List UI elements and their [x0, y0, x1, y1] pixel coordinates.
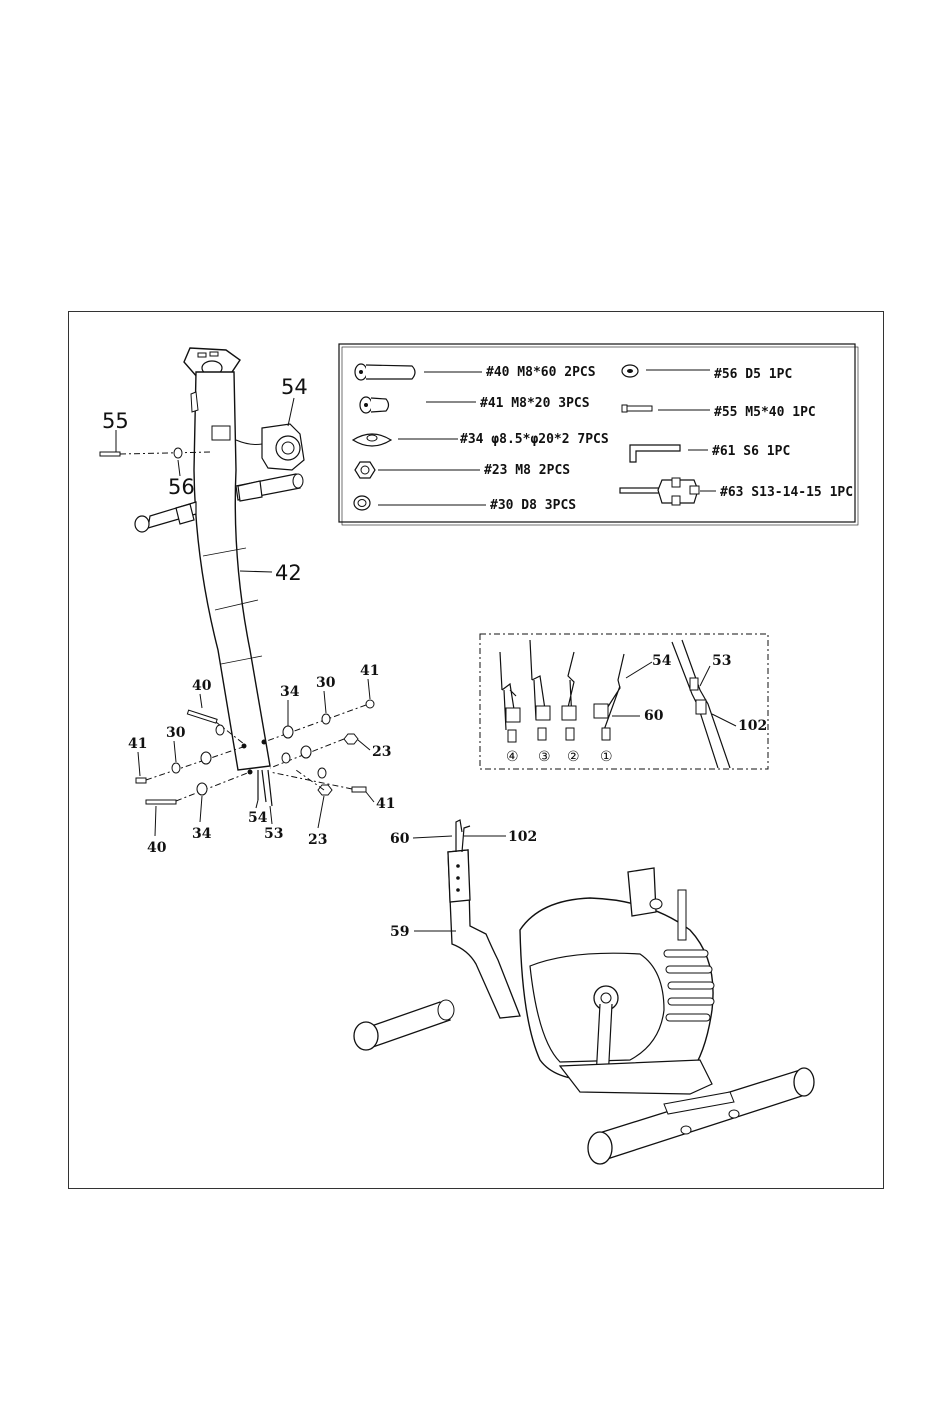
hw-label-34: #34 φ8.5*φ20*2 7PCS: [460, 432, 609, 447]
callout-23-lower: 23: [308, 832, 327, 848]
callout-55: 55: [102, 409, 129, 433]
hw-label-56: #56 D5 1PC: [714, 367, 792, 382]
callout-34-lower: 34: [192, 826, 212, 842]
hardware-box: #40 M8*60 2PCS #41 M8*20 3PCS #34 φ8.5*φ…: [339, 344, 858, 525]
washer-icon: [354, 496, 370, 510]
callout-30-upper: 30: [316, 675, 336, 691]
callout-59: 59: [390, 924, 409, 940]
callout-60-base: 60: [390, 831, 410, 847]
hw-label-63: #63 S13-14-15 1PC: [720, 485, 853, 500]
callout-41-lower: 41: [376, 796, 395, 812]
detail-callout-102: 102: [738, 718, 767, 734]
callout-23-right: 23: [372, 744, 391, 760]
callout-53-wire: 53: [264, 826, 283, 842]
hw-label-30: #30 D8 3PCS: [490, 498, 576, 513]
long-bolt-icon: [355, 364, 415, 380]
short-bolt-icon: [360, 397, 389, 413]
pulse-sensor: [236, 424, 304, 470]
callout-41-upper: 41: [360, 663, 379, 679]
hw-label-41: #41 M8*20 3PCS: [480, 396, 590, 411]
hw-label-61: #61 S6 1PC: [712, 444, 790, 459]
detail-callout-60: 60: [644, 708, 664, 724]
screw-icon: [622, 405, 652, 412]
callout-56: 56: [168, 475, 195, 499]
callout-54-sensor: 54: [281, 375, 308, 399]
callout-102-base: 102: [508, 829, 537, 845]
callout-30-left: 30: [166, 725, 186, 741]
bike-frame: [354, 820, 814, 1164]
hw-label-23: #23 M8 2PCS: [484, 463, 570, 478]
callout-54-wire: 54: [248, 810, 268, 826]
callout-40-upper: 40: [192, 678, 212, 694]
hw-label-55: #55 M5*40 1PC: [714, 405, 816, 420]
detail-callout-53: 53: [712, 653, 731, 669]
callout-42: 42: [275, 561, 302, 585]
step-2-label: ②: [567, 749, 580, 765]
hw-label-40: #40 M8*60 2PCS: [486, 365, 596, 380]
step-4-label: ④: [506, 749, 519, 765]
callout-41-left: 41: [128, 736, 147, 752]
small-washer-icon: [622, 365, 638, 377]
callout-40-lower: 40: [147, 840, 167, 856]
step-1-label: ①: [600, 749, 613, 765]
step-3-label: ③: [538, 749, 551, 765]
callout-34-upper: 34: [280, 684, 300, 700]
detail-callout-54: 54: [652, 653, 672, 669]
nut-icon: [355, 462, 375, 478]
